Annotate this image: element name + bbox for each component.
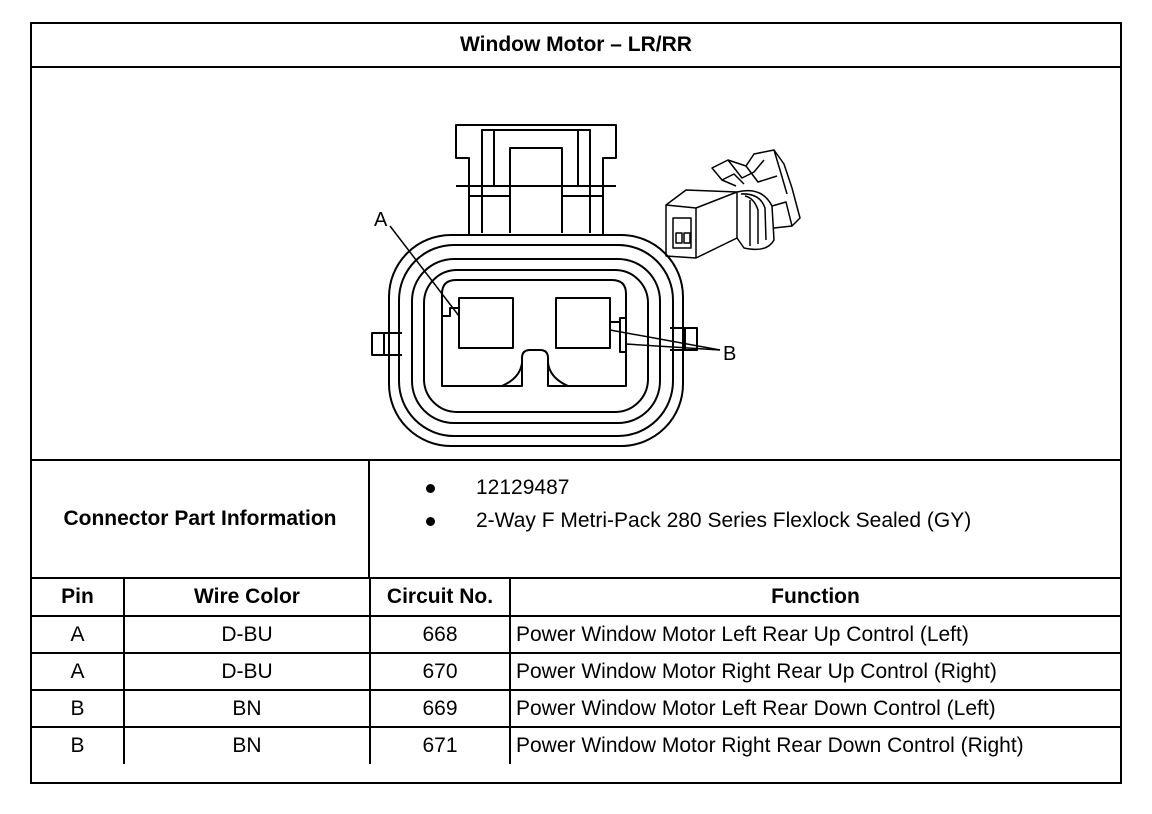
- leader-line-b: [609, 329, 721, 351]
- header-wire-color: Wire Color: [123, 579, 371, 617]
- header-function: Function: [509, 579, 1120, 617]
- latch-left: [442, 307, 459, 317]
- pin-table-header: Pin Wire Color Circuit No. Function: [32, 579, 1120, 617]
- connector-part-info: Connector Part Information 12129487 2-Wa…: [32, 461, 1120, 579]
- table-row: B BN 669 Power Window Motor Left Rear Do…: [32, 689, 1120, 728]
- cell-pin: A: [32, 652, 125, 691]
- cell-circuit: 669: [369, 689, 511, 728]
- locking-tab: [455, 124, 617, 235]
- leader-line-a: [389, 225, 460, 317]
- cell-wire-color: D-BU: [123, 615, 371, 654]
- cavity-outline: [441, 279, 627, 387]
- cell-function: Power Window Motor Left Rear Up Control …: [509, 615, 1120, 654]
- part-info-list: 12129487 2-Way F Metri-Pack 280 Series F…: [370, 461, 1120, 577]
- cell-wire-color: D-BU: [123, 652, 371, 691]
- pin-b-label: B: [723, 343, 736, 365]
- pin-table: Pin Wire Color Circuit No. Function A D-…: [32, 579, 1120, 764]
- cavity-detail: [468, 362, 523, 387]
- bullet-icon: [426, 484, 435, 493]
- cell-pin: B: [32, 689, 125, 728]
- connector-drawing: A B: [371, 124, 801, 447]
- part-number: 12129487: [476, 476, 570, 499]
- cell-circuit: 670: [369, 652, 511, 691]
- cell-function: Power Window Motor Right Rear Down Contr…: [509, 726, 1120, 764]
- cell-pin: B: [32, 726, 125, 764]
- connector-figure: A B: [32, 68, 1120, 461]
- cavity-detail: [547, 362, 602, 387]
- cell-circuit: 671: [369, 726, 511, 764]
- part-description: 2-Way F Metri-Pack 280 Series Flexlock S…: [476, 509, 972, 532]
- cell-function: Power Window Motor Right Rear Up Control…: [509, 652, 1120, 691]
- pin-b-cavity: [555, 297, 611, 349]
- cell-function: Power Window Motor Left Rear Down Contro…: [509, 689, 1120, 728]
- table-row: B BN 671 Power Window Motor Right Rear D…: [32, 726, 1120, 764]
- pin-a-label: A: [374, 209, 388, 231]
- sheet-title: Window Motor – LR/RR: [32, 24, 1120, 68]
- table-row: A D-BU 670 Power Window Motor Right Rear…: [32, 652, 1120, 691]
- leader-line-b: [625, 343, 721, 351]
- cell-circuit: 668: [369, 615, 511, 654]
- header-pin: Pin: [32, 579, 125, 617]
- connector-housing: [388, 234, 684, 447]
- cell-pin: A: [32, 615, 125, 654]
- connector-3d-view-icon: [665, 149, 801, 259]
- cell-wire-color: BN: [123, 726, 371, 764]
- header-circuit: Circuit No.: [369, 579, 511, 617]
- latch-right: [619, 317, 626, 353]
- connector-sheet: Window Motor – LR/RR: [30, 22, 1122, 784]
- table-row: A D-BU 668 Power Window Motor Left Rear …: [32, 615, 1120, 654]
- cell-wire-color: BN: [123, 689, 371, 728]
- bullet-icon: [426, 517, 435, 526]
- part-info-label: Connector Part Information: [32, 461, 370, 577]
- pin-a-cavity: [458, 297, 514, 349]
